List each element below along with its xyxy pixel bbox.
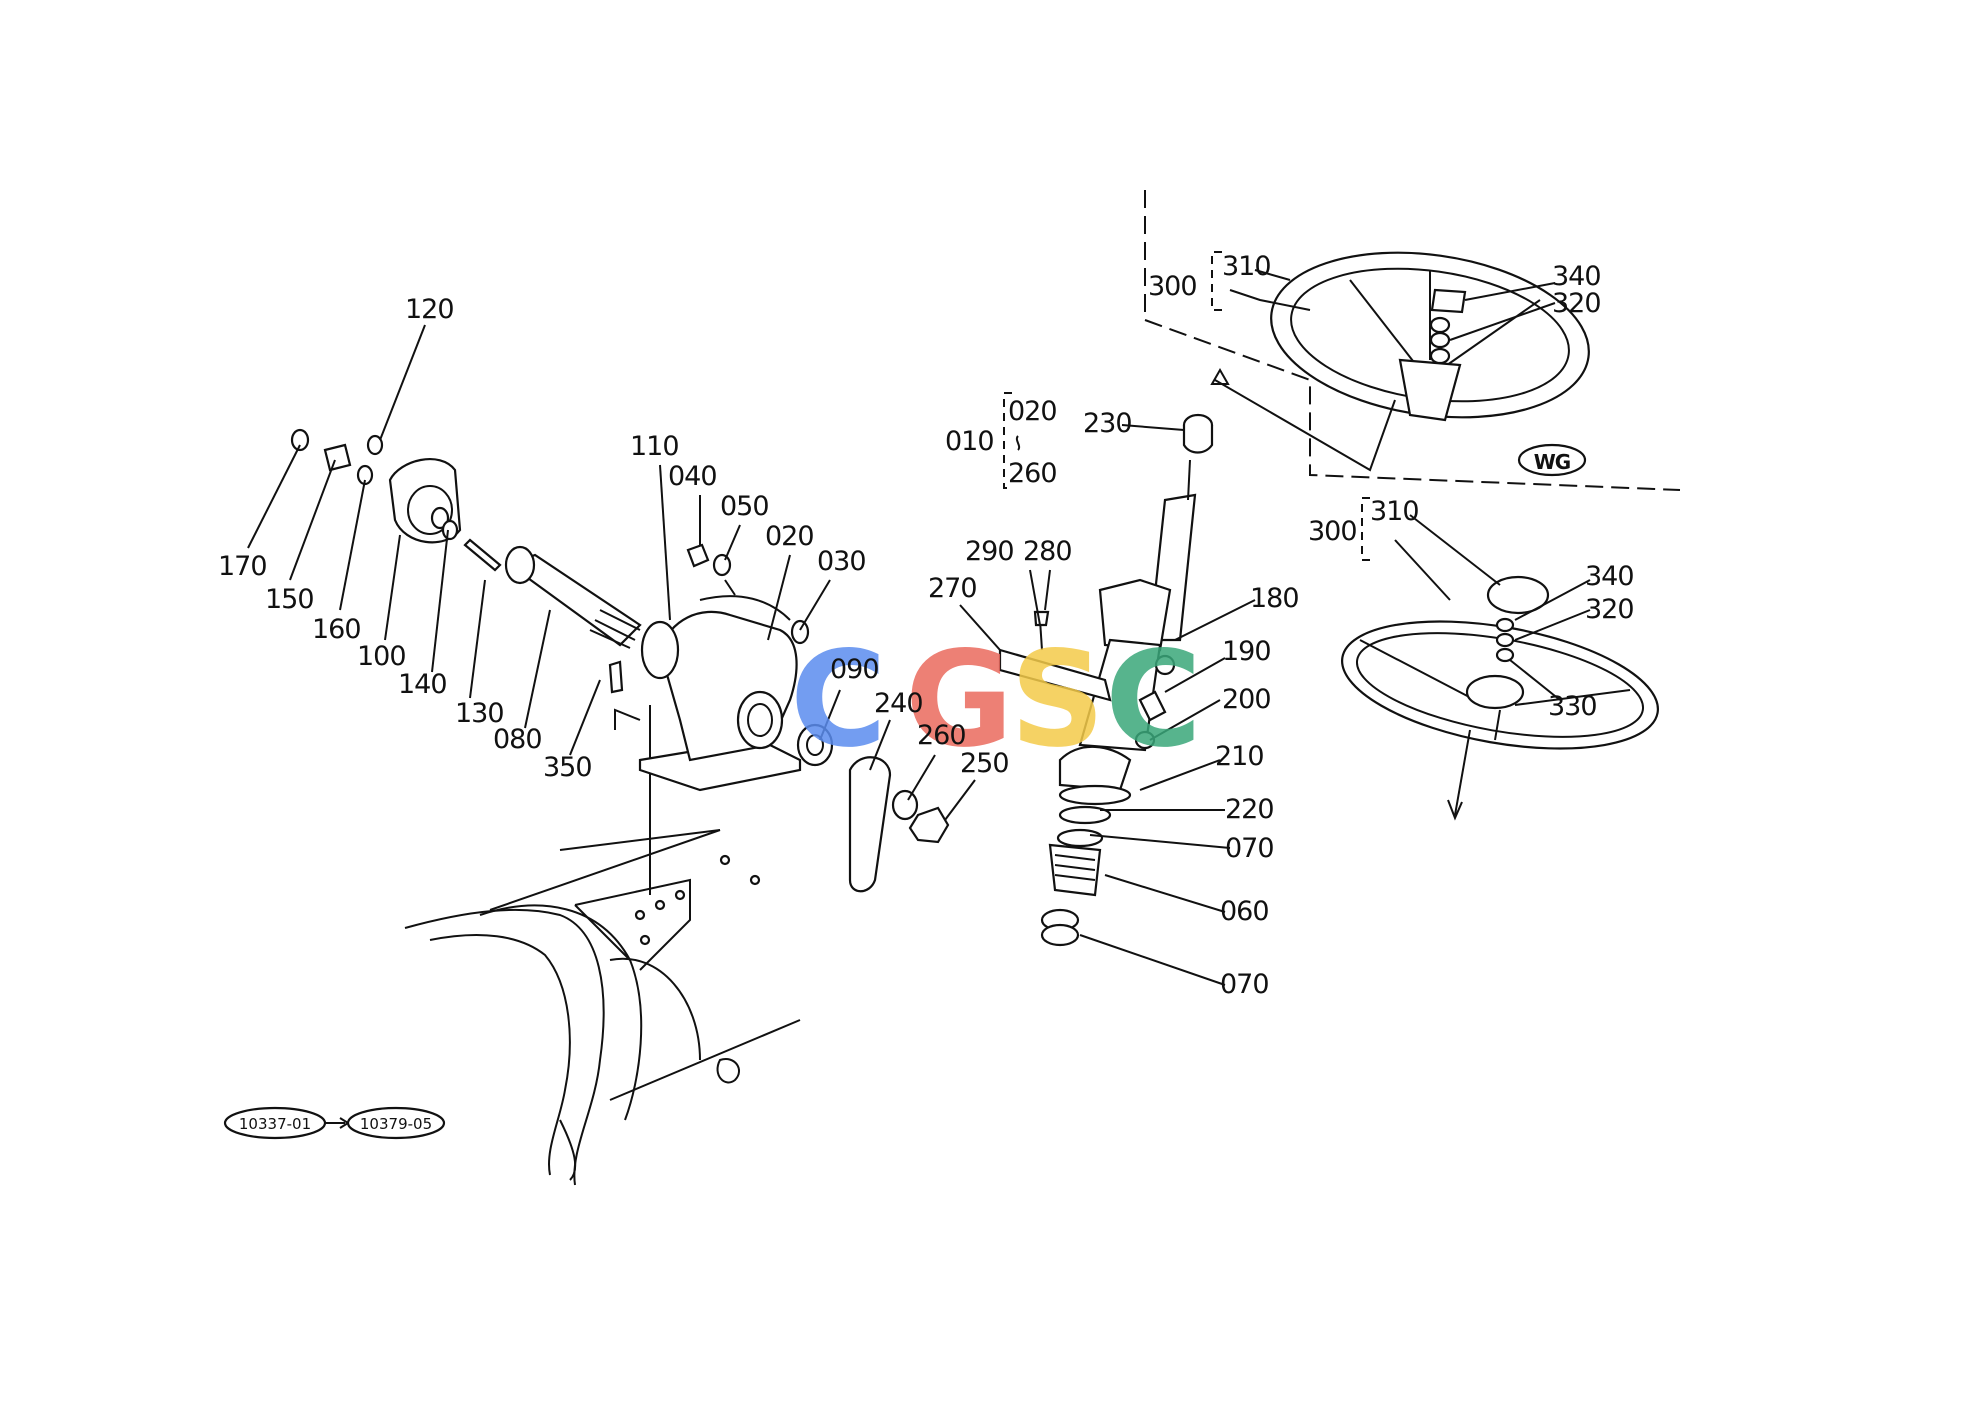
label-320-upper: 320 xyxy=(1552,288,1601,319)
label-020: 020 xyxy=(765,521,814,552)
label-290: 290 xyxy=(965,536,1014,567)
serial-range: 10337-01 10379-05 xyxy=(223,1106,446,1140)
label-350: 350 xyxy=(543,752,592,783)
steering-wheel-lower xyxy=(1341,575,1659,821)
serial-from: 10337-01 xyxy=(239,1115,311,1133)
label-070-lower: 070 xyxy=(1220,969,1269,1000)
label-070-upper: 070 xyxy=(1225,833,1274,864)
label-120: 120 xyxy=(405,294,454,325)
watermark: C G S C xyxy=(790,623,1202,777)
watermark-letter-4: C xyxy=(1105,623,1202,777)
steering-column xyxy=(998,413,1214,947)
label-210: 210 xyxy=(1215,741,1264,772)
label-040: 040 xyxy=(668,461,717,492)
label-030: 030 xyxy=(817,546,866,577)
bracket-300a xyxy=(1211,251,1222,311)
leader-lines xyxy=(247,269,1591,986)
label-260: 260 xyxy=(917,720,966,751)
label-310-lower: 310 xyxy=(1370,496,1419,527)
label-300-lower: 300 xyxy=(1308,516,1357,547)
part-labels: 120 170 150 160 100 140 130 080 350 110 … xyxy=(218,251,1635,1000)
steering-gearbox xyxy=(614,579,802,792)
label-330: 330 xyxy=(1548,691,1597,722)
label-090: 090 xyxy=(830,654,879,685)
label-220: 220 xyxy=(1225,794,1274,825)
variant-frame-wg xyxy=(1144,190,1681,491)
label-060: 060 xyxy=(1220,896,1269,927)
label-140: 140 xyxy=(398,669,447,700)
label-300-upper: 300 xyxy=(1148,271,1197,302)
serial-to: 10379-05 xyxy=(360,1115,432,1133)
label-200: 200 xyxy=(1222,684,1271,715)
label-340-upper: 340 xyxy=(1552,261,1601,292)
label-080: 080 xyxy=(493,724,542,755)
label-180: 180 xyxy=(1250,583,1299,614)
label-280: 280 xyxy=(1023,536,1072,567)
label-010: 010 xyxy=(945,426,994,457)
label-160: 160 xyxy=(312,614,361,645)
label-020-range: 020 xyxy=(1008,396,1057,427)
worm-shaft xyxy=(504,545,642,649)
label-050: 050 xyxy=(720,491,769,522)
label-250: 250 xyxy=(960,748,1009,779)
label-240: 240 xyxy=(874,688,923,719)
label-260-range: 260 xyxy=(1008,458,1057,489)
steering-wheel-upper xyxy=(1270,251,1590,422)
label-230: 230 xyxy=(1083,408,1132,439)
label-340-lower: 340 xyxy=(1585,561,1634,592)
label-130: 130 xyxy=(455,698,504,729)
watermark-letter-3: S xyxy=(1010,623,1105,777)
bracket-010 xyxy=(1003,392,1012,489)
pitman-arm xyxy=(796,723,950,893)
label-150: 150 xyxy=(265,584,314,615)
label-320-lower: 320 xyxy=(1585,594,1634,625)
wg-badge-text: WG xyxy=(1534,450,1570,474)
flange-100 xyxy=(388,458,462,544)
label-310-upper: 310 xyxy=(1222,251,1271,282)
bracket-300b xyxy=(1361,497,1370,561)
wg-badge: WG xyxy=(1517,443,1587,477)
label-190: 190 xyxy=(1222,636,1271,667)
label-270: 270 xyxy=(928,573,977,604)
label-110: 110 xyxy=(630,431,679,462)
label-100: 100 xyxy=(357,641,406,672)
watermark-letter-1: C xyxy=(790,623,887,777)
watermark-letter-2: G xyxy=(905,623,1013,777)
transmission-housing xyxy=(404,705,801,1186)
label-170: 170 xyxy=(218,551,267,582)
range-mark xyxy=(1015,435,1021,451)
